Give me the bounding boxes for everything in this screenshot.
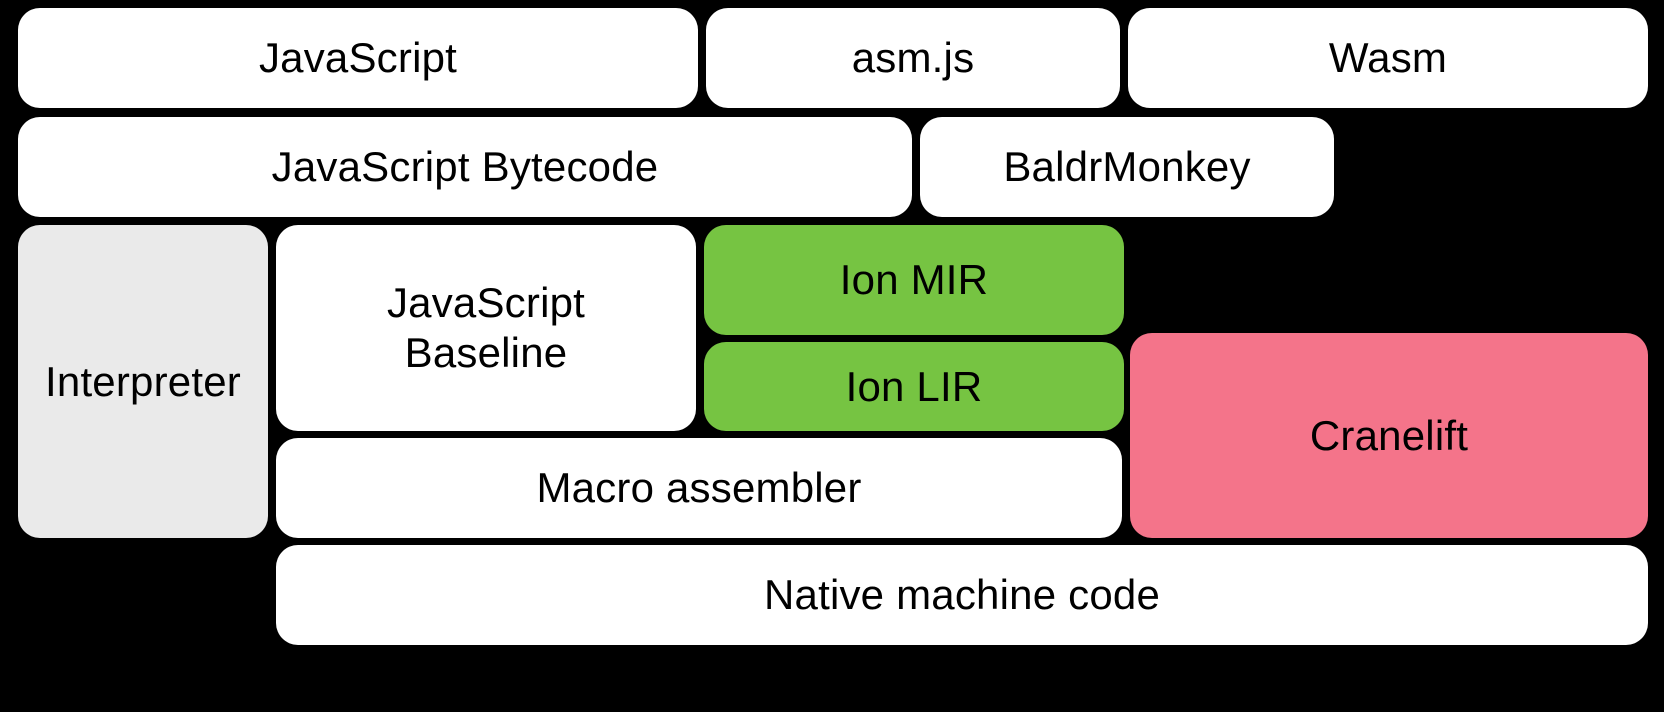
box-baldrmonkey: BaldrMonkey [920, 117, 1334, 217]
box-interpreter: Interpreter [18, 225, 268, 538]
box-macro-assembler: Macro assembler [276, 438, 1122, 538]
box-javascript-baseline: JavaScript Baseline [276, 225, 696, 431]
box-javascript: JavaScript [18, 8, 698, 108]
box-javascript-bytecode: JavaScript Bytecode [18, 117, 912, 217]
box-wasm: Wasm [1128, 8, 1648, 108]
box-native-machine-code: Native machine code [276, 545, 1648, 645]
box-cranelift: Cranelift [1130, 333, 1648, 538]
box-asm-js: asm.js [706, 8, 1120, 108]
box-ion-lir: Ion LIR [704, 342, 1124, 431]
box-ion-mir: Ion MIR [704, 225, 1124, 335]
